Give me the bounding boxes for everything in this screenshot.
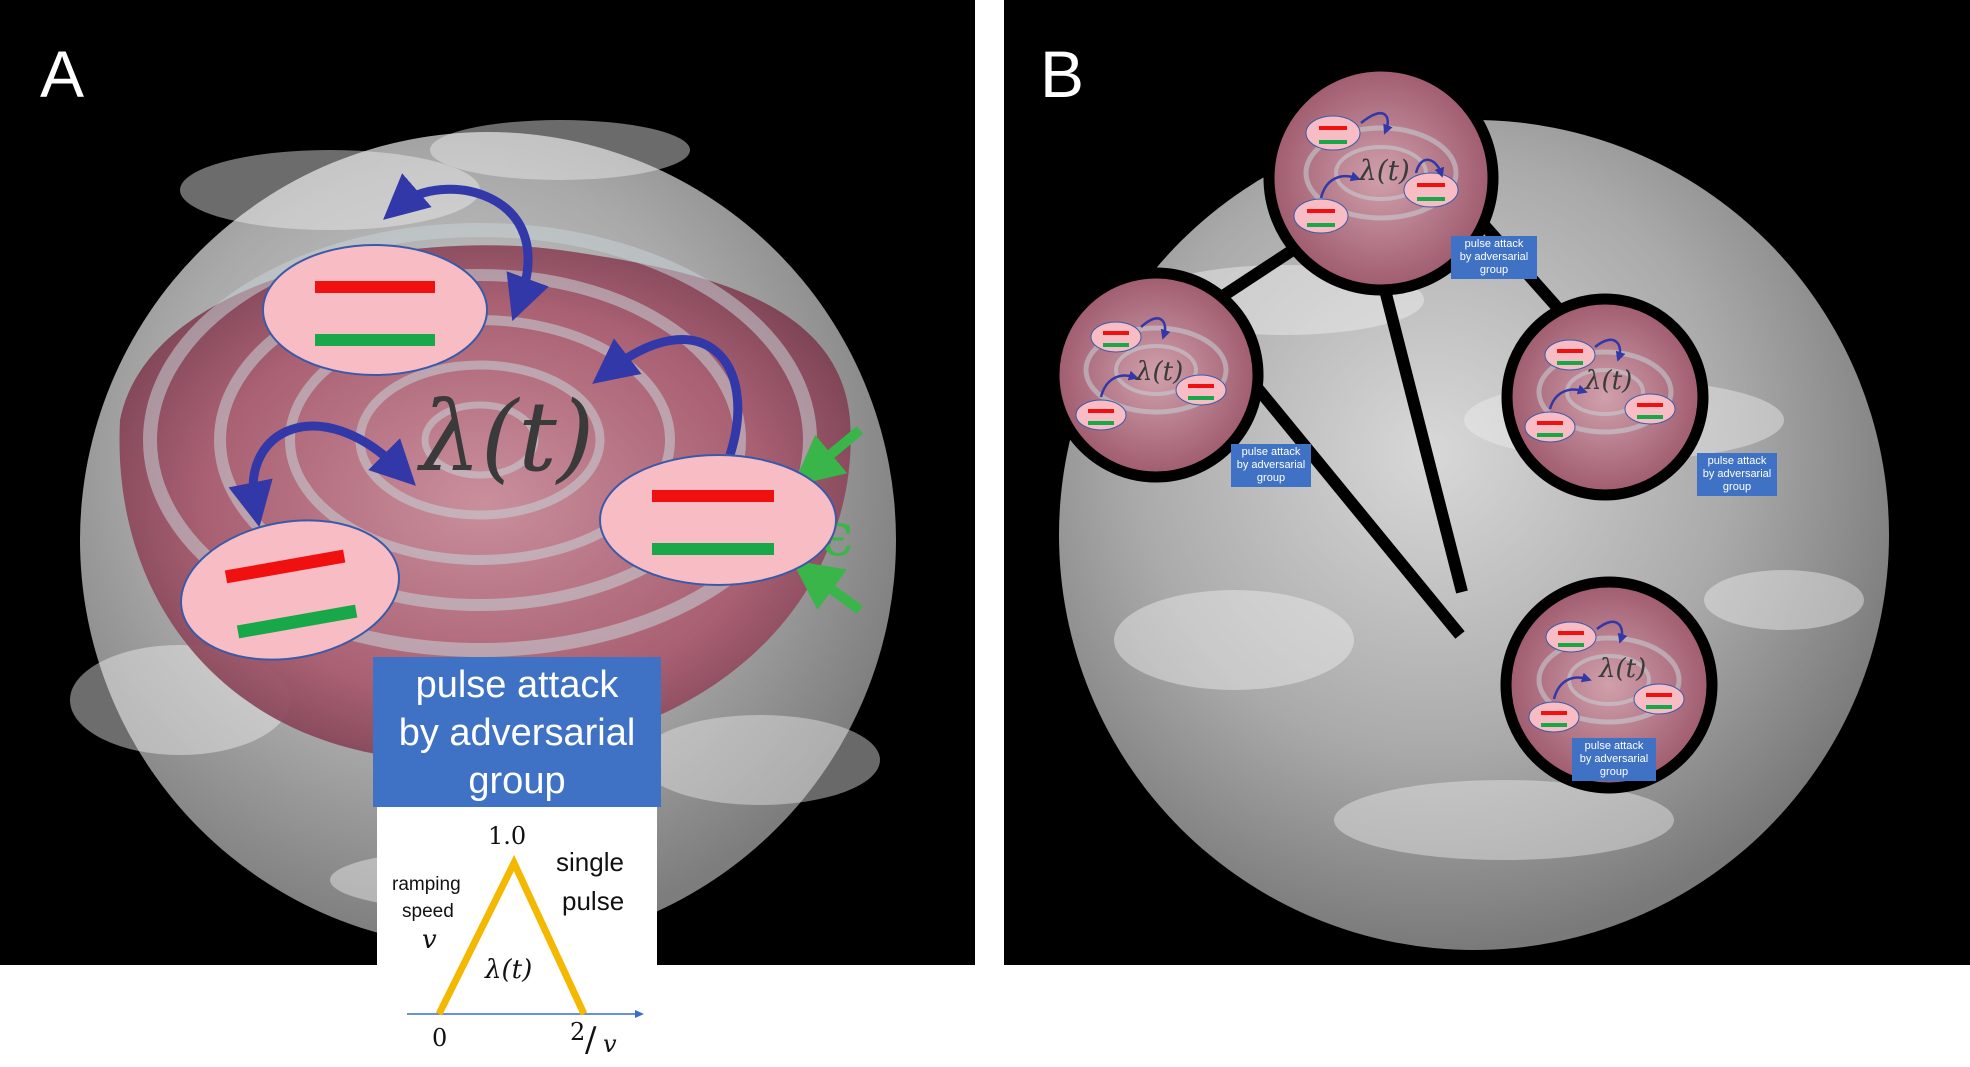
group-node-right [599,454,837,586]
pulse-line2: by adversarial [1579,753,1649,765]
group-node-left [180,519,400,661]
pulse-shape-inset [377,807,657,965]
triangle-pulse [435,854,588,1016]
green-bar [236,604,358,639]
time-origin-label: 0 [432,1024,448,1052]
time-end-denominator: v [603,1030,617,1058]
red-bar [652,490,774,502]
green-bar [652,543,774,555]
node-bottom-lambda: λ(t) [1598,654,1646,684]
panel-b-illustration: λ(t) λ(t) λ(t) [1048,60,1889,950]
pulse-peak-label: 1.0 [488,822,527,850]
pulse-line3: group [1722,481,1752,493]
pulse-attack-line1: pulse attack [415,664,619,706]
pulse-line2: by adversarial [1459,251,1529,263]
pulse-lambda-label: λ(t) [485,955,533,985]
node-top-lambda: λ(t) [1358,154,1410,187]
panel-letter-a: A [40,37,85,111]
perturbation-arrows [791,426,864,615]
pulse-line3: group [1599,766,1629,778]
pulse-line3: group [1479,264,1509,276]
green-bar [315,334,435,346]
red-bar [224,549,346,584]
speed-symbol: v [422,925,437,955]
pulse-line1: pulse attack [1241,446,1301,458]
red-bar [315,281,435,293]
interaction-arrows [228,173,743,528]
single-pulse-line2: pulse [562,886,625,916]
pulse-line1: pulse attack [1464,238,1524,250]
pulse-line1: pulse attack [1707,455,1767,467]
node-right-pulse-box: pulse attack by adversarial group [1697,453,1777,496]
time-axis-arrowhead [635,1010,644,1018]
network-node-left: λ(t) [1048,267,1264,483]
node-top-pulse-box: pulse attack by adversarial group [1451,236,1537,279]
time-end-slash: / [585,1020,597,1060]
panel-b: λ(t) λ(t) λ(t) [1004,0,1970,965]
pulse-attack-box: pulse attack by adversarial group [373,657,661,807]
node-bottom-pulse-box: pulse attack by adversarial group [1572,738,1656,781]
ramping-label-line2: speed [402,901,454,922]
network-node-bottom: λ(t) [1500,576,1718,794]
pulse-line1: pulse attack [1584,740,1644,752]
panel-letter-b: B [1040,37,1085,111]
node-left-lambda: λ(t) [1135,357,1183,387]
pulse-line3: group [1256,472,1286,484]
pulse-axes [407,854,644,1018]
time-end-numerator: 2 [570,1018,586,1046]
node-right-lambda: λ(t) [1584,366,1632,396]
network-node-top: λ(t) [1263,60,1499,296]
single-pulse-line1: single [556,847,624,877]
group-node-top [262,244,488,376]
pulse-attack-line3: group [468,760,566,802]
pulse-line2: by adversarial [1236,459,1306,471]
ramping-label-line1: ramping [392,874,461,895]
node-left-pulse-box: pulse attack by adversarial group [1231,444,1311,487]
pulse-line2: by adversarial [1702,468,1772,480]
network-node-right: λ(t) [1501,293,1709,501]
lambda-label-center: λ(t) [416,381,594,493]
pulse-attack-line2: by adversarial [398,712,636,754]
